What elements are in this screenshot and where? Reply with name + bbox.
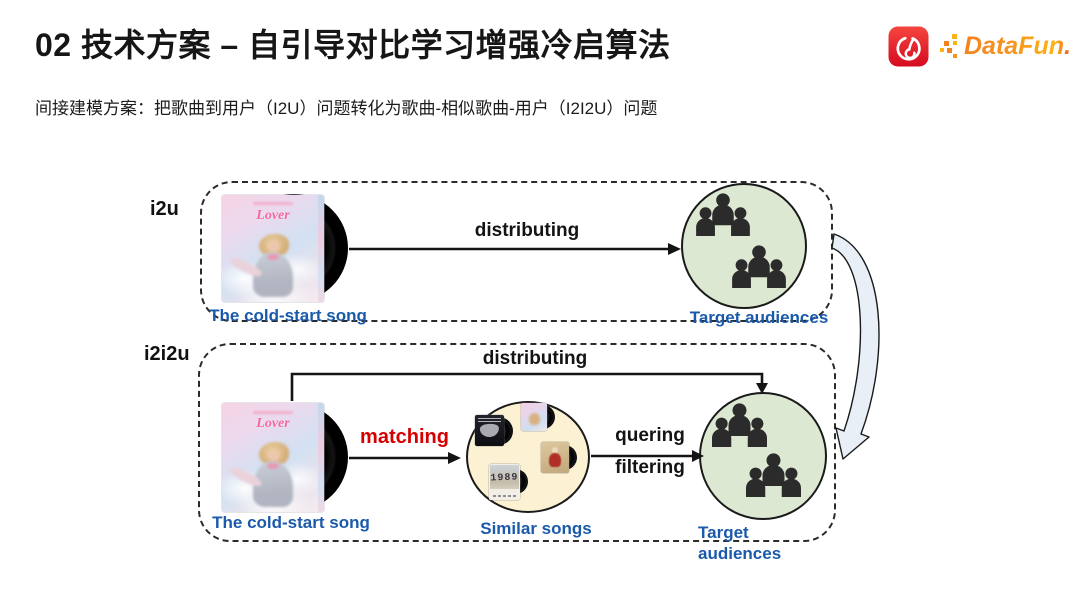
polaroid-photo	[490, 465, 519, 490]
subtitle: 间接建模方案：把歌曲到用户（I2U）问题转化为歌曲-相似歌曲-用户（I2I2U）…	[35, 99, 658, 118]
audience-group-icon	[746, 453, 801, 497]
album-text-line	[478, 418, 501, 420]
handwriting-scribble	[492, 495, 517, 498]
album-spine	[318, 195, 324, 302]
similar-songs-caption: Similar songs	[480, 519, 592, 538]
figure-head	[552, 446, 559, 454]
datafun-pixels-icon	[940, 34, 957, 58]
target-audiences-caption: Target audiences	[689, 308, 829, 327]
album-title-text: Lover	[256, 207, 290, 223]
distributing-label: distributing	[482, 348, 588, 369]
figure-blob	[528, 412, 540, 426]
datafun-logo-text: DataFun.	[964, 32, 1071, 60]
figure-face	[266, 448, 281, 461]
target-caption-line2: audiences	[698, 544, 782, 563]
page-title: 02 技术方案 – 自引导对比学习增强冷启算法	[35, 27, 671, 63]
target-audiences-caption: Target audiences	[698, 522, 838, 564]
mini-album-tan	[541, 442, 569, 473]
album-title-text: Lover	[256, 416, 290, 432]
album-small-text	[252, 202, 294, 206]
mini-album-lover	[521, 403, 547, 431]
netease-cloud-music-icon	[888, 26, 929, 67]
mini-album-1989: 1989	[489, 464, 520, 500]
i2i2u-tag: i2i2u	[144, 343, 190, 365]
filtering-label: filtering	[615, 457, 685, 478]
audience-group-icon	[712, 403, 767, 447]
target-audience-circle	[699, 392, 827, 520]
mini-album-1989-title: 1989	[490, 472, 519, 485]
album-text-line	[478, 420, 501, 422]
audience-group-icon	[732, 245, 786, 288]
album-cover-lover: Lover	[222, 195, 324, 302]
quering-label: quering	[615, 425, 685, 446]
album-cover-lover: Lover	[222, 403, 324, 512]
cold-start-song-caption: The cold-start song	[212, 513, 370, 532]
target-audience-circle	[681, 183, 807, 309]
figure-collar	[266, 253, 280, 261]
datafun-logo: DataFun.	[940, 32, 1071, 61]
i2u-tag: i2u	[150, 198, 179, 220]
mini-album-reputation	[475, 415, 504, 446]
album-spine	[318, 403, 324, 512]
album-small-text	[252, 410, 294, 414]
target-caption-line1: Target	[698, 523, 749, 542]
feedback-curved-arrow	[831, 233, 880, 460]
distributing-label: distributing	[474, 220, 580, 241]
figure-collar	[266, 462, 280, 470]
cold-start-song-caption: The cold-start song	[209, 306, 367, 325]
figure-face	[266, 239, 281, 252]
figure-sweater	[548, 452, 562, 468]
matching-label: matching	[360, 426, 449, 448]
audience-group-icon	[696, 193, 750, 236]
